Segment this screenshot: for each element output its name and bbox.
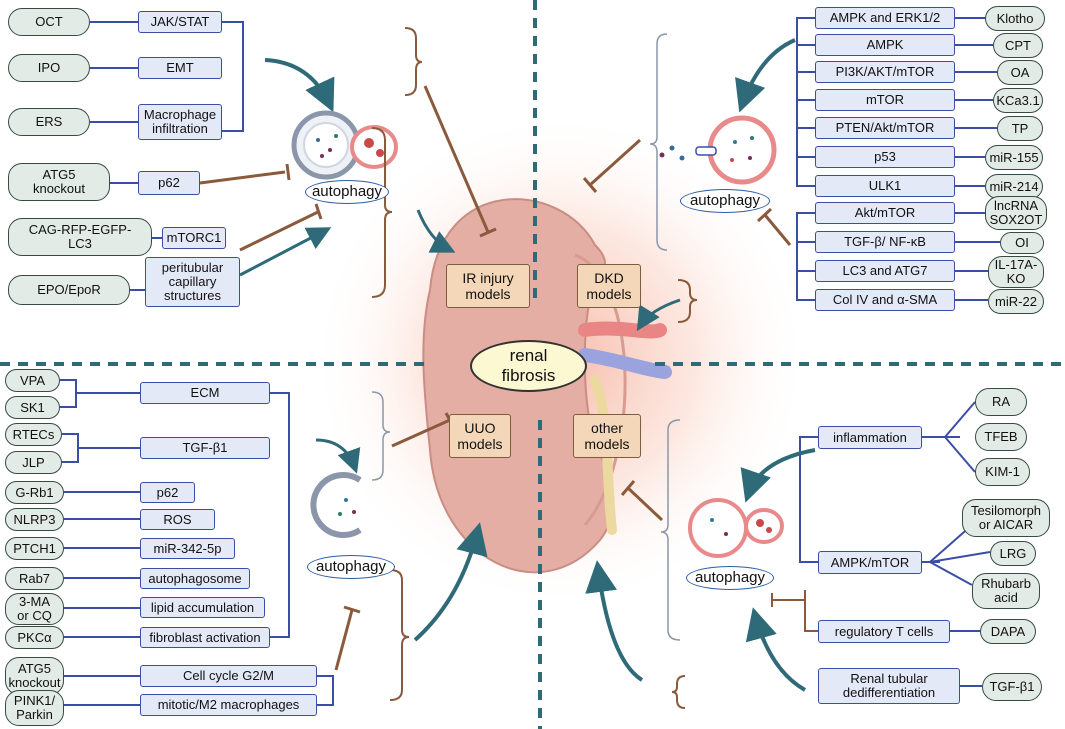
pill-lrg: LRG xyxy=(990,541,1036,566)
pill-cpt: CPT xyxy=(993,33,1043,58)
mech-emt: EMT xyxy=(138,57,222,79)
top-right-arrows xyxy=(582,33,796,332)
pill-g-rb1: G-Rb1 xyxy=(5,481,64,504)
pill-ra: RA xyxy=(975,388,1027,416)
pill-ptch1: PTCH1 xyxy=(5,537,64,560)
pill-pkca: PKCα xyxy=(5,626,64,649)
mech-lipid-accumulation: lipid accumulation xyxy=(140,597,265,618)
mech-ampk: AMPK xyxy=(815,34,955,56)
uuo-models-box: UUO models xyxy=(449,414,511,458)
autophagy-label-top-right: autophagy xyxy=(680,189,770,213)
pill-tp: TP xyxy=(997,116,1043,141)
mech-pten-akt-mtor: PTEN/Akt/mTOR xyxy=(815,117,955,139)
pill-nlrp3: NLRP3 xyxy=(5,508,64,531)
pill-cag-rfp-egfp-lc3: CAG-RFP-EGFP- LC3 xyxy=(8,218,152,256)
pill-klotho: Klotho xyxy=(985,6,1045,31)
top-left-bracket xyxy=(371,27,423,298)
mech-p62-top: p62 xyxy=(138,171,200,195)
mech-regulatory-t-cells: regulatory T cells xyxy=(818,620,950,643)
ir-injury-models-box: IR injury models xyxy=(446,264,530,308)
mech-autophagosome: autophagosome xyxy=(140,568,250,589)
mech-inflammation: inflammation xyxy=(818,426,922,449)
mech-akt-mtor: Akt/mTOR xyxy=(815,202,955,224)
mech-ampk-erk: AMPK and ERK1/2 xyxy=(815,7,955,29)
pill-pink1-parkin: PINK1/ Parkin xyxy=(5,690,64,726)
other-models-box: other models xyxy=(573,414,641,458)
pill-oa: OA xyxy=(997,60,1043,85)
autophagosome-icon-bottom-right xyxy=(688,498,784,558)
autophagy-label-top-left: autophagy xyxy=(305,180,389,204)
bottom-right-arrows xyxy=(585,419,818,709)
top-left-to-ir-arrows xyxy=(416,85,497,253)
mech-p53: p53 xyxy=(815,146,955,168)
pill-oct: OCT xyxy=(8,8,90,36)
pill-kca31: KCa3.1 xyxy=(993,88,1043,113)
mech-renal-tubular-dedifferentiation: Renal tubular dedifferentiation xyxy=(818,668,960,704)
bottom-left-connectors xyxy=(60,379,334,706)
mech-ampk-mtor: AMPK/mTOR xyxy=(818,551,922,574)
pill-vpa: VPA xyxy=(5,369,60,392)
pill-ipo: IPO xyxy=(8,54,90,82)
mech-mir-342-5p: miR-342-5p xyxy=(140,538,235,559)
mech-ecm: ECM xyxy=(140,382,270,404)
pill-il-17a-ko: IL-17A- KO xyxy=(988,256,1044,288)
renal-fibrosis-center-label: renal fibrosis xyxy=(470,340,587,392)
mech-macrophage-infiltration: Macrophage infiltration xyxy=(138,104,222,140)
autophagosome-icon-top-right xyxy=(659,115,777,185)
dkd-models-box: DKD models xyxy=(577,264,641,308)
mech-ulk1: ULK1 xyxy=(815,175,955,197)
pill-tgfb1: TGF-β1 xyxy=(982,673,1042,701)
mech-jak-stat: JAK/STAT xyxy=(138,11,222,33)
pill-oi: OI xyxy=(1000,232,1044,254)
mech-fibroblast-activation: fibroblast activation xyxy=(140,627,270,648)
mech-peritubular-capillary: peritubular capillary structures xyxy=(145,257,240,307)
bottom-left-arrows xyxy=(315,391,488,701)
pill-mir-214: miR-214 xyxy=(985,174,1043,199)
pill-jlp: JLP xyxy=(5,451,62,474)
pill-ers: ERS xyxy=(8,108,90,136)
pill-tesilomorph-aicar: Tesilomorph or AICAR xyxy=(962,499,1050,537)
pill-kim-1: KIM-1 xyxy=(975,458,1030,486)
mech-cell-cycle-g2m: Cell cycle G2/M xyxy=(140,665,317,687)
autophagy-label-bottom-right: autophagy xyxy=(686,566,774,590)
mech-mtorc1: mTORC1 xyxy=(162,227,226,249)
top-left-arrows xyxy=(199,58,335,277)
pill-atg5-knockout-bottom: ATG5 knockout xyxy=(5,657,64,695)
top-left-connectors xyxy=(90,21,244,291)
mech-tgfb-nfkb: TGF-β/ NF-κB xyxy=(815,231,955,253)
autophagy-label-bottom-left: autophagy xyxy=(307,555,395,579)
pill-atg5-knockout-top: ATG5 knockout xyxy=(8,163,110,201)
pill-epo-epor: EPO/EpoR xyxy=(8,275,130,305)
pill-rhubarb-acid: Rhubarb acid xyxy=(972,573,1040,609)
pill-3ma-cq: 3-MA or CQ xyxy=(5,593,64,625)
autophagosome-icon-top-left xyxy=(291,110,398,180)
pill-mir-155: miR-155 xyxy=(985,145,1043,170)
mech-tgfb1: TGF-β1 xyxy=(140,437,270,459)
mech-m2-macrophages: mitotic/M2 macrophages xyxy=(140,694,317,716)
pill-lncrna-sox2ot: lncRNA SOX2OT xyxy=(985,196,1047,230)
pill-mir-22: miR-22 xyxy=(988,289,1044,314)
mech-mtor: mTOR xyxy=(815,89,955,111)
mech-lc3-atg7: LC3 and ATG7 xyxy=(815,260,955,282)
pill-rtecs: RTECs xyxy=(5,423,62,446)
pill-sk1: SK1 xyxy=(5,396,60,419)
mech-ros: ROS xyxy=(140,509,215,530)
mech-pi3k-akt-mtor: PI3K/AKT/mTOR xyxy=(815,61,955,83)
mech-p62-bottom: p62 xyxy=(140,482,195,503)
pill-rab7: Rab7 xyxy=(5,567,64,590)
mech-col-iv-sma: Col IV and α-SMA xyxy=(815,289,955,311)
top-right-connectors xyxy=(796,17,1000,301)
autophagosome-icon-bottom-left xyxy=(310,472,362,538)
pill-dapa: DAPA xyxy=(980,619,1036,644)
pill-tfeb: TFEB xyxy=(975,423,1027,451)
